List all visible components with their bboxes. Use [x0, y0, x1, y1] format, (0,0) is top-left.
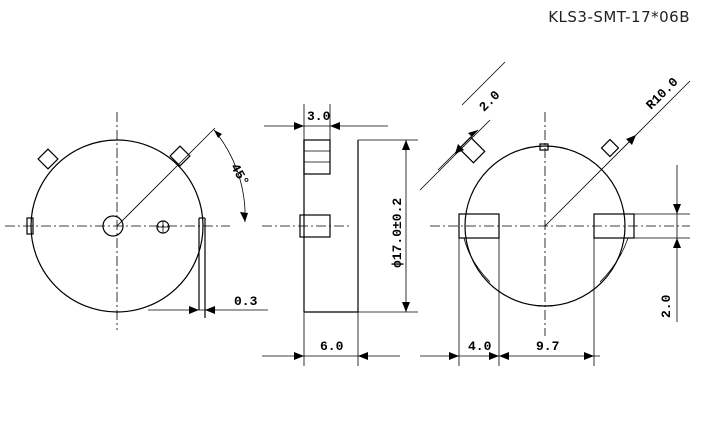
bottom-body-circle	[464, 145, 626, 307]
angle-dimension: 45°	[227, 161, 252, 189]
bottom-tab-right	[600, 138, 620, 158]
height-dimension: 6.0	[320, 339, 344, 354]
pad-right	[593, 213, 635, 239]
pad-right-inner-curve	[599, 237, 629, 283]
pad-span-dimension: 9.7	[536, 339, 559, 354]
pad-width-dimension: 4.0	[468, 339, 492, 354]
lead-left	[26, 217, 34, 235]
pad-diag-dim-line2	[461, 61, 506, 106]
pad-height-dimension: 2.0	[659, 294, 674, 318]
pad-left	[458, 213, 500, 239]
angle-leader-line	[116, 127, 216, 227]
bottom-tab-top	[539, 143, 549, 151]
lead-thickness-dimension: 0.3	[234, 294, 258, 309]
front-tab-left	[37, 148, 59, 170]
polarity-mark	[156, 220, 170, 234]
side-view: 3.0 ϕ17.0±0.2 6.0	[262, 104, 418, 366]
front-view: 45° 0.3	[5, 112, 268, 330]
pad-left-inner-curve	[463, 237, 491, 283]
bottom-view: 2.0 R10.0 2.0 4.0 9.7	[419, 61, 691, 366]
front-tab-right	[169, 145, 191, 167]
sound-hole	[102, 215, 124, 237]
top-width-dimension: 3.0	[307, 109, 331, 124]
radius-dimension: R10.0	[643, 74, 681, 112]
pad-diag-dimension: 2.0	[476, 88, 503, 115]
part-number-label: KLS3-SMT-17*06B	[548, 8, 690, 26]
buzzer-body-circle	[30, 139, 204, 313]
radius-leader-line	[544, 80, 691, 227]
side-top-tab	[303, 139, 331, 175]
pad-diag-dim-line1	[419, 119, 491, 191]
diameter-dimension: ϕ17.0±0.2	[390, 198, 405, 268]
angle-arc	[213, 129, 246, 223]
